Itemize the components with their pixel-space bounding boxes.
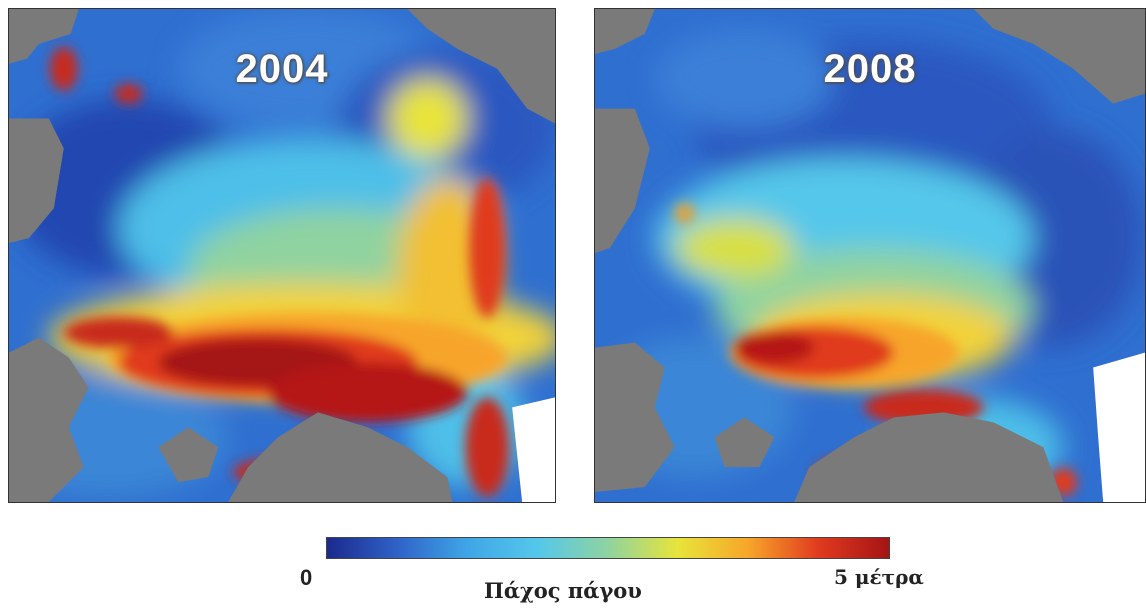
land-mass [228,412,453,502]
open-water [1093,352,1145,502]
colorbar-min-label: 0 [300,565,313,590]
colorbar-title: Πάχος πάγου [484,578,642,603]
land-mass [794,412,1064,502]
land-mass [595,9,655,54]
open-water [512,397,555,502]
land-mass [158,427,219,483]
colorbar-max-label: 5 μέτρα [834,565,924,589]
map-panel-2008: 2008 [594,8,1146,503]
colorbar [326,537,890,559]
land-mass [9,9,79,64]
land-mass [714,417,775,468]
year-label-2004: 2004 [235,47,329,91]
land-mass [9,118,64,244]
land-mass [973,9,1145,104]
land-mass [595,108,650,254]
land-mass [595,342,675,493]
land-mass [407,9,555,124]
ice-thickness-map-2008 [595,9,1145,502]
ice-thickness-map-2004 [9,9,555,502]
map-panel-2004: 2004 [8,8,556,503]
land-mass [9,337,89,502]
year-label-2008: 2008 [823,47,917,91]
